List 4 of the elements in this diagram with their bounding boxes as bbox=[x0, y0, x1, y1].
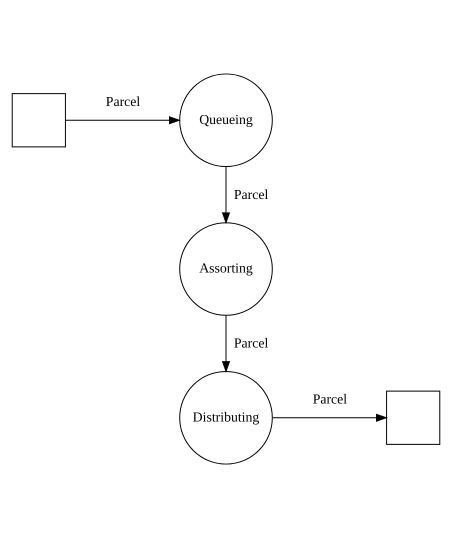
edge-label: Parcel bbox=[312, 391, 348, 406]
edge-label: Parcel bbox=[234, 335, 268, 350]
edge-label: Parcel bbox=[106, 94, 140, 109]
edge-label: Parcel bbox=[234, 186, 268, 202]
